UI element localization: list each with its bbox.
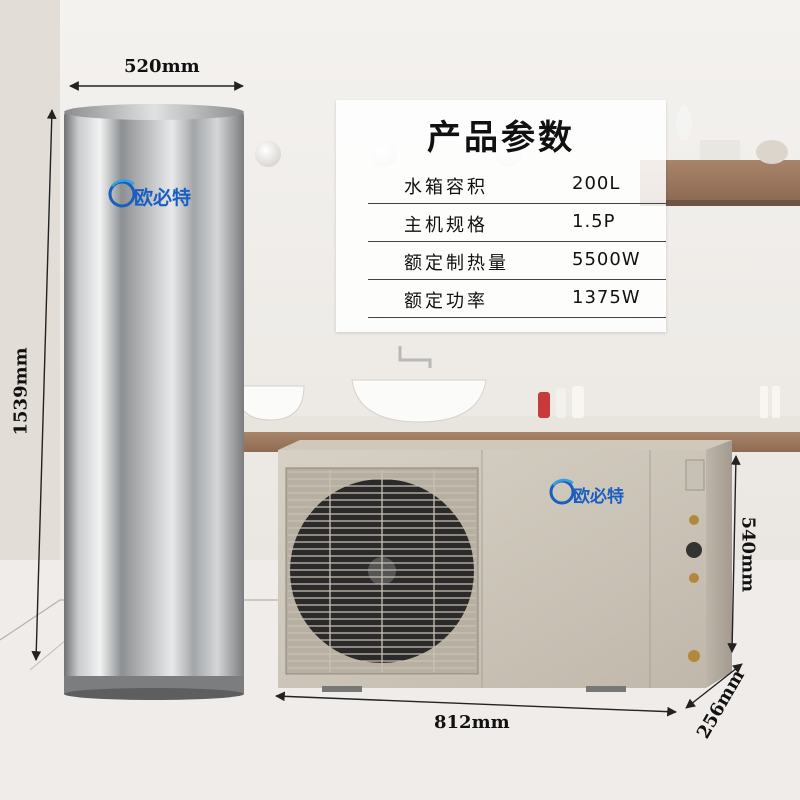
fan-grille-lines — [288, 470, 476, 676]
upper-cabinet — [640, 160, 800, 200]
pendant-light — [255, 141, 281, 167]
unit-width-arrow — [275, 691, 677, 717]
spec-label: 水箱容积 — [404, 177, 488, 198]
spec-row-unit-spec: 主机规格 1.5P — [396, 204, 666, 240]
unit-brand-logo: 欧必特 — [573, 487, 624, 507]
spec-divider — [368, 317, 666, 318]
water-tank — [64, 104, 244, 700]
spec-title: 产品参数 — [427, 118, 575, 158]
pitcher-decor — [675, 104, 693, 140]
unit-depth-arrow — [685, 663, 743, 709]
tank-logo-icon — [108, 179, 136, 208]
spec-label: 主机规格 — [404, 215, 488, 236]
unit-foot — [322, 686, 362, 692]
tank-width-label: 520mm — [124, 56, 200, 77]
heat-pump-unit — [278, 440, 732, 688]
spec-divider — [368, 203, 666, 204]
spec-row-heating-capacity: 额定制热量 5500W — [396, 242, 666, 278]
vase-decor — [756, 140, 788, 164]
spec-value: 1.5P — [572, 211, 616, 232]
unit-logo-icon — [549, 478, 575, 505]
spec-label: 额定制热量 — [404, 253, 509, 274]
spec-divider — [368, 279, 666, 280]
vanity-counter — [230, 416, 800, 432]
sink-bowl — [351, 379, 487, 423]
spec-label: 额定功率 — [404, 291, 488, 312]
unit-foot — [586, 686, 626, 692]
tank-height-label: 1539mm — [10, 347, 32, 436]
spec-panel: 产品参数 水箱容积 200L 主机规格 1.5P 额定制热量 5500W 额定功… — [336, 100, 666, 332]
spec-divider — [368, 241, 666, 242]
tank-brand-logo: 欧必特 — [134, 187, 192, 209]
spec-row-rated-power: 额定功率 1375W — [396, 280, 666, 316]
faucet — [398, 346, 432, 368]
spec-row-tank-capacity: 水箱容积 200L — [396, 166, 666, 202]
wall-left-panel — [0, 0, 60, 560]
pipe-fittings-icon — [685, 459, 705, 662]
unit-height-arrow — [727, 455, 741, 653]
spec-value: 5500W — [572, 249, 641, 270]
spec-value: 1375W — [572, 287, 641, 308]
unit-height-label: 540mm — [737, 516, 759, 593]
spec-value: 200L — [572, 173, 621, 194]
tank-height-arrow — [31, 109, 57, 661]
unit-width-label: 812mm — [434, 712, 510, 733]
bottle-decor — [538, 392, 550, 418]
